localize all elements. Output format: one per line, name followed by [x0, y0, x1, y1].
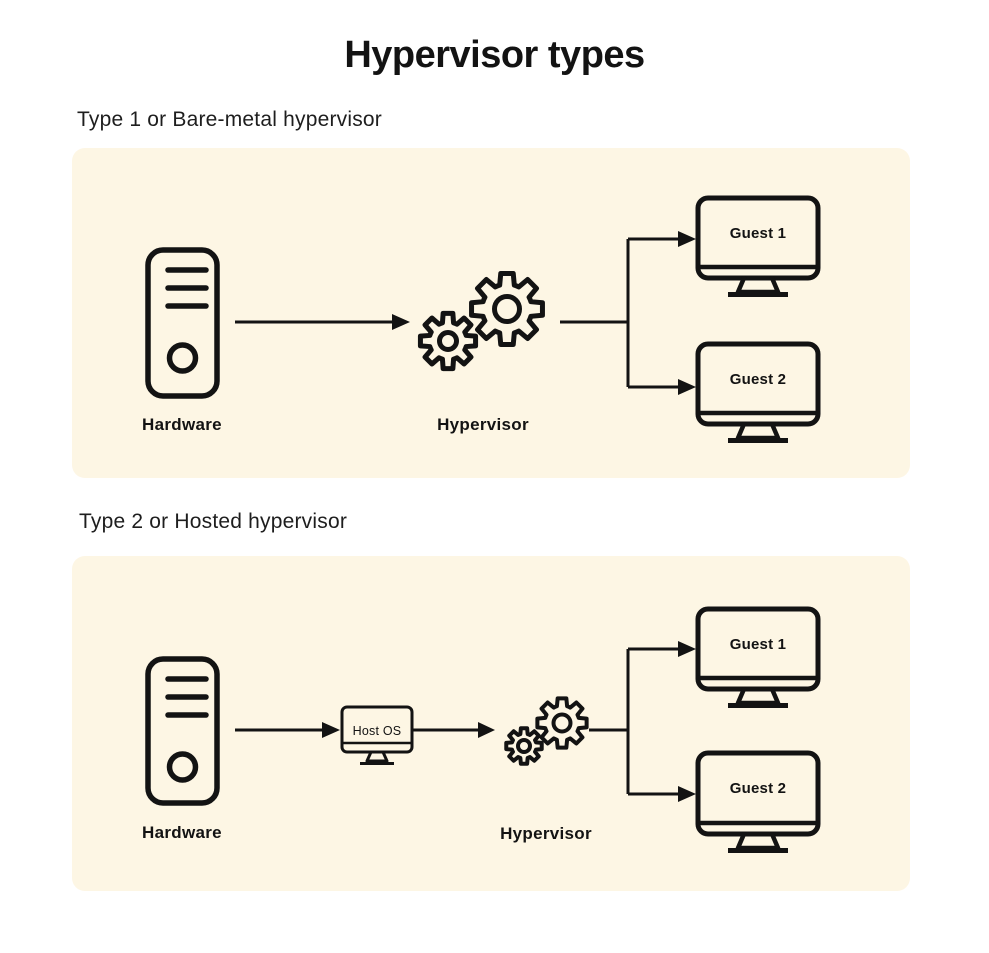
type2-diagram: Hardware Host OS Hypervisor: [142, 606, 821, 853]
guest1-label: Guest 1: [730, 636, 786, 653]
guest2-monitor-icon: Guest 2: [695, 341, 821, 443]
hardware-label: Hardware: [142, 415, 222, 434]
branch-connector: [560, 231, 696, 395]
server-tower-icon: [145, 247, 220, 399]
hypervisor-label: Hypervisor: [437, 415, 529, 434]
branch-connector: [589, 641, 696, 802]
page-title: Hypervisor types: [344, 34, 645, 76]
section-heading-type1: Type 1 or Bare-metal hypervisor: [77, 108, 382, 131]
type1-diagram-panel: Hardware Hypervisor Guest 1: [72, 148, 910, 478]
guest1-monitor-icon: Guest 1: [695, 195, 821, 297]
arrow-right-icon: [235, 722, 340, 738]
server-tower-icon: [145, 656, 220, 806]
hypervisor-label: Hypervisor: [500, 824, 592, 843]
gears-icon: [504, 696, 589, 766]
arrow-right-icon: [235, 314, 410, 330]
section-heading-type2: Type 2 or Hosted hypervisor: [79, 510, 348, 533]
guest1-label: Guest 1: [730, 225, 786, 242]
arrow-right-icon: [413, 722, 495, 738]
host-os-monitor-icon: Host OS: [340, 705, 414, 765]
gears-icon: [417, 271, 545, 372]
guest1-monitor-icon: Guest 1: [695, 606, 821, 708]
hardware-label: Hardware: [142, 823, 222, 842]
host-os-label: Host OS: [353, 724, 402, 738]
guest2-label: Guest 2: [730, 371, 786, 388]
guest2-monitor-icon: Guest 2: [695, 750, 821, 853]
type1-diagram: Hardware Hypervisor Guest 1: [142, 195, 821, 443]
type2-diagram-panel: Hardware Host OS Hypervisor: [72, 556, 910, 891]
guest2-label: Guest 2: [730, 780, 786, 797]
